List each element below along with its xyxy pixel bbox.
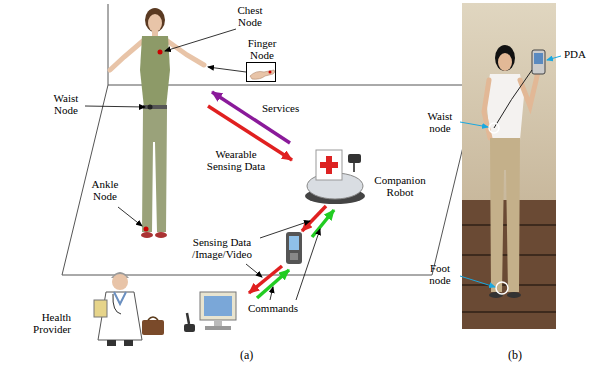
companion-robot-part: [316, 150, 342, 180]
photo-part: [496, 282, 508, 294]
robot-node: Companion Robot: [298, 146, 370, 204]
callout-label: Foot node: [422, 262, 458, 286]
panel-label: (a): [240, 348, 253, 362]
finger-picture-part: [250, 70, 275, 79]
photo-part: [489, 123, 499, 133]
companion-robot-part: [353, 162, 355, 172]
label-leaders-part: [260, 221, 310, 238]
arrow-label: Sensing Data /Image/Video: [186, 236, 258, 260]
doctor-figure-part: [112, 274, 128, 290]
woman-figure-part: [142, 109, 167, 232]
finger-node-box: Finger Node: [246, 62, 276, 82]
room-floor-part: [62, 85, 478, 275]
woman-figure-part: [144, 227, 149, 232]
photo-part: [486, 74, 524, 140]
photo-part: [507, 292, 521, 298]
photo-part: [495, 45, 515, 71]
woman-figure-part: [155, 232, 167, 238]
computer-part: [205, 326, 231, 330]
doctor-figure-part: [142, 320, 164, 335]
computer-part: [214, 320, 222, 326]
arrow-label: Services: [262, 102, 299, 114]
companion-robot-part: [320, 162, 338, 168]
data-command-arrows-part: [257, 270, 289, 298]
panel-label: (b): [508, 348, 522, 362]
label-leaders: [246, 221, 320, 300]
room-floor: [62, 4, 478, 275]
doctor-figure-part: [94, 300, 107, 317]
finger-picture: [250, 70, 275, 79]
pda-phone-part: [290, 253, 298, 260]
data-command-arrows-part: [302, 206, 326, 231]
callout-leaders-part: [118, 207, 142, 226]
callout-leaders: [85, 29, 246, 226]
woman-figure: [110, 8, 204, 238]
node-label: Companion Robot: [372, 174, 428, 198]
woman-figure-part: [141, 232, 153, 238]
pda-phone-part: [286, 232, 302, 264]
photo-part: [490, 138, 520, 292]
computer-part: [187, 313, 189, 324]
label-leaders-part: [270, 287, 273, 300]
callout-leaders-part: [85, 106, 145, 107]
photo-leaders-part: [547, 56, 561, 60]
pda-phone-part: [289, 236, 299, 250]
computer: [184, 292, 236, 332]
photo-leaders-part: [460, 276, 495, 287]
photo-part: [462, 3, 556, 329]
woman-figure-part: [145, 8, 165, 32]
callout-leaders-part: [165, 29, 236, 51]
computer-part: [204, 296, 232, 316]
doctor-figure-part: [148, 317, 158, 320]
pda-phone: [286, 232, 302, 264]
woman-figure-part: [143, 105, 167, 109]
woman-figure-part: [152, 30, 158, 37]
room-floor-part: [108, 4, 109, 85]
doctor-figure-part: [107, 340, 116, 346]
label-leaders-part: [246, 264, 262, 277]
photo-part: [489, 292, 503, 298]
data-command-arrows: [249, 206, 334, 298]
callout-leaders-part: [208, 67, 246, 72]
callout-label: Waist node: [422, 110, 458, 134]
photo-part: [498, 53, 512, 71]
companion-robot: [305, 150, 365, 204]
finger-picture-part: [269, 71, 272, 74]
woman-figure-part: [158, 50, 163, 55]
computer-part: [184, 324, 195, 332]
photo: [462, 3, 556, 329]
computer-part: [200, 292, 236, 320]
photo-leaders-part: [460, 122, 488, 127]
node-label: Finger Node: [243, 37, 281, 61]
woman-figure-part: [148, 14, 162, 32]
woman-figure-part: [148, 105, 153, 110]
doctor-figure-part: [124, 340, 133, 346]
provider-node: Health Provider: [75, 265, 175, 347]
callout-label: PDA: [563, 48, 587, 60]
label-leaders-part: [296, 229, 320, 300]
doctor-figure-part: [114, 292, 126, 304]
photo-part: [534, 53, 543, 64]
photo-leaders: [460, 56, 561, 287]
woman-figure-part: [140, 36, 170, 108]
woman-figure-part: [166, 40, 204, 65]
callout-label: Chest Node: [232, 4, 268, 28]
companion-robot-part: [348, 154, 361, 163]
photo-part: [494, 70, 532, 128]
arrow-label: Commands: [248, 302, 298, 314]
woman-figure-part: [110, 40, 144, 70]
doctor-figure: [94, 272, 164, 346]
callout-label: Waist Node: [48, 92, 84, 116]
photo-part: [532, 50, 545, 74]
photo-part: [520, 72, 538, 106]
doctor-figure-part: [113, 294, 121, 314]
node-label: Health Provider: [21, 311, 71, 335]
callout-label: Ankle Node: [86, 178, 124, 202]
data-command-arrows-part: [312, 210, 334, 237]
photo-part: [462, 311, 556, 313]
arrow-label: Wearable Sensing Data: [205, 148, 267, 172]
